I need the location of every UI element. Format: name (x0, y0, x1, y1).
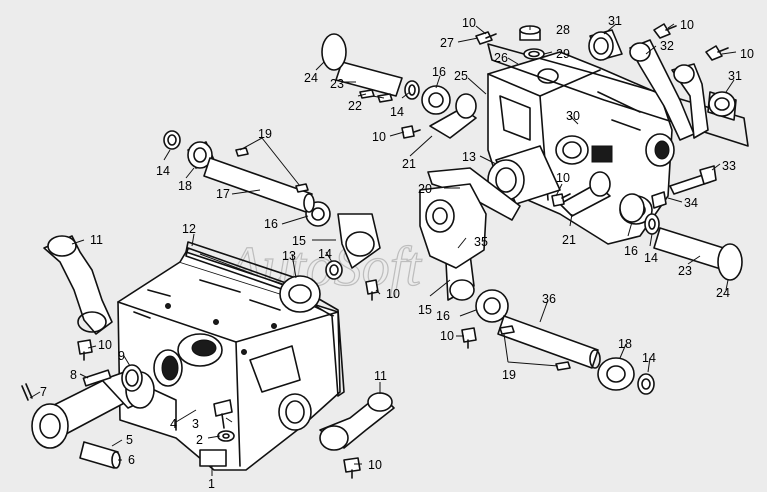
callout-24: 24 (304, 71, 318, 85)
callout-32: 32 (660, 39, 674, 53)
callout-9: 9 (118, 349, 125, 363)
bushings (187, 29, 737, 391)
callout-10: 10 (740, 47, 754, 61)
callout-12: 12 (182, 222, 196, 236)
callout-6: 6 (128, 453, 135, 467)
callout-10: 10 (440, 329, 454, 343)
callout-13: 13 (282, 249, 296, 263)
callout-17: 17 (216, 187, 230, 201)
callout-labels: 10 28 31 10 27 26 29 32 10 24 23 16 25 3… (40, 14, 754, 491)
callout-3: 3 (192, 417, 199, 431)
callout-16: 16 (264, 217, 278, 231)
callout-10: 10 (386, 287, 400, 301)
callout-34: 34 (684, 196, 698, 210)
callout-11: 11 (374, 369, 387, 383)
callout-18: 18 (618, 337, 632, 351)
callout-5: 5 (126, 433, 133, 447)
callout-14: 14 (156, 164, 170, 178)
callout-10: 10 (462, 16, 476, 30)
callout-30: 30 (566, 109, 580, 123)
callout-19: 19 (258, 127, 272, 141)
callout-16: 16 (432, 65, 446, 79)
callout-24: 24 (716, 286, 730, 300)
callout-22: 22 (348, 99, 362, 113)
leader-lines (29, 23, 737, 476)
callout-36: 36 (542, 292, 556, 306)
callout-19: 19 (502, 368, 516, 382)
callout-15: 15 (292, 234, 306, 248)
callout-23: 23 (678, 264, 692, 278)
callout-14: 14 (318, 247, 332, 261)
callout-10: 10 (368, 458, 382, 472)
callout-15: 15 (418, 303, 432, 317)
callout-18: 18 (178, 179, 192, 193)
small-parts (21, 23, 729, 479)
callout-25: 25 (454, 69, 468, 83)
callout-13: 13 (462, 150, 476, 164)
callout-35: 35 (474, 235, 488, 249)
callout-10: 10 (98, 338, 112, 352)
callout-14: 14 (644, 251, 658, 265)
callout-14: 14 (390, 105, 404, 119)
callout-20: 20 (418, 182, 432, 196)
callout-27: 27 (440, 36, 454, 50)
callout-33: 33 (722, 159, 736, 173)
callout-31: 31 (728, 69, 742, 83)
callout-2: 2 (196, 433, 203, 447)
levers (43, 39, 709, 451)
valve-housing (487, 51, 675, 245)
callout-28: 28 (556, 23, 570, 37)
callout-4: 4 (170, 417, 177, 431)
callout-26: 26 (494, 51, 508, 65)
callout-23: 23 (330, 77, 344, 91)
callout-21: 21 (562, 233, 576, 247)
callout-10: 10 (680, 18, 694, 32)
cover-plate (487, 43, 749, 147)
callout-7: 7 (40, 385, 47, 399)
callout-11: 11 (90, 233, 103, 247)
callout-1: 1 (208, 477, 215, 491)
callout-16: 16 (436, 309, 450, 323)
callout-8: 8 (70, 368, 77, 382)
callout-21: 21 (402, 157, 416, 171)
callout-14: 14 (642, 351, 656, 365)
callout-10: 10 (556, 171, 570, 185)
callout-16: 16 (624, 244, 638, 258)
main-housing (117, 241, 341, 471)
callout-29: 29 (556, 47, 570, 61)
callout-31: 31 (608, 14, 622, 28)
callout-10: 10 (372, 130, 386, 144)
